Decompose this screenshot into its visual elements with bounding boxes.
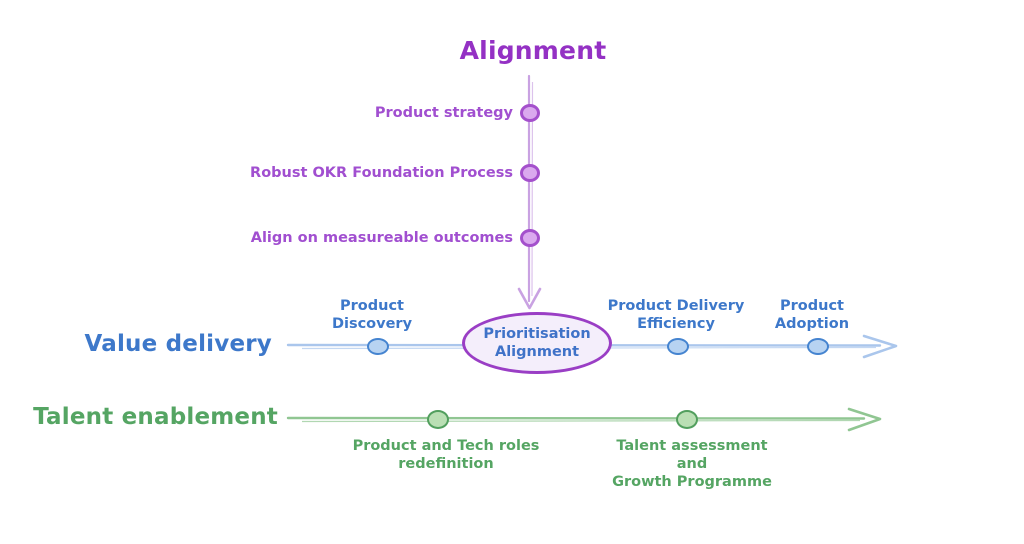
milestone-label-okr-foundation-process: Robust OKR Foundation Process	[250, 165, 513, 181]
milestone-node-talent-assessment	[676, 410, 698, 429]
prioritisation-alignment-ellipse: Prioritisation Alignment	[462, 312, 612, 374]
milestone-node-product-discovery	[367, 338, 389, 355]
milestone-label-talent-assessment: Talent assessment and Growth Programme	[612, 438, 772, 490]
milestone-node-product-strategy	[520, 104, 540, 122]
down-arrowhead-icon	[517, 287, 542, 310]
talent-enablement-axis-line	[286, 407, 882, 432]
milestone-label-product-adoption: Product Adoption	[774, 298, 850, 332]
milestone-node-product-delivery-efficiency	[667, 338, 689, 355]
right-arrowhead-icon	[862, 334, 898, 359]
talent-enablement-axis-title: Talent enablement	[33, 404, 278, 430]
milestone-label-product-delivery-efficiency: Product Delivery Efficiency	[607, 298, 745, 332]
milestone-label-measureable-outcomes: Align on measureable outcomes	[250, 230, 513, 246]
milestone-label-product-strategy: Product strategy	[374, 105, 513, 121]
alignment-axis-title: Alignment	[459, 36, 607, 65]
milestone-label-roles-redefinition: Product and Tech roles redefinition	[352, 438, 540, 472]
milestone-node-product-adoption	[807, 338, 829, 355]
right-arrowhead-icon	[847, 407, 882, 432]
milestone-node-roles-redefinition	[427, 410, 449, 429]
value-delivery-axis-title: Value delivery	[84, 331, 272, 357]
milestone-node-okr-foundation-process	[520, 164, 540, 182]
milestone-label-product-discovery: Product Discovery	[331, 298, 413, 332]
milestone-node-measureable-outcomes	[520, 229, 540, 247]
